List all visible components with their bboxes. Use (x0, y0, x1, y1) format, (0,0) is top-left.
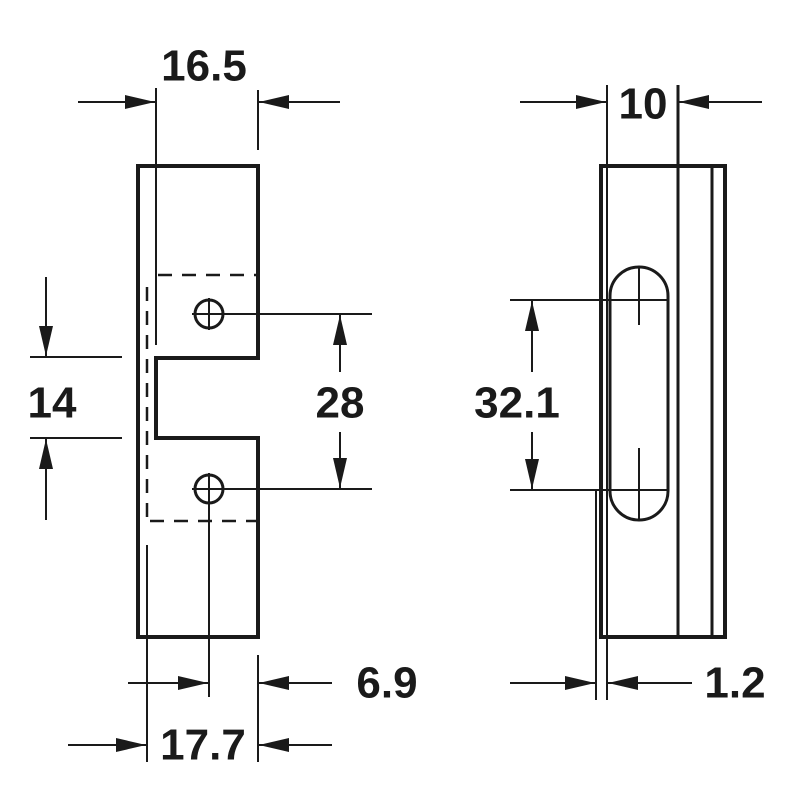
hole-bottom (192, 473, 372, 697)
front-view: 16.5 14 28 6.9 17.7 (28, 42, 418, 770)
dimension-1-2: 1.2 (510, 659, 766, 708)
dimension-17-7: 17.7 (68, 721, 332, 770)
dimension-28: 28 (316, 315, 365, 488)
dimension-16-5: 16.5 (78, 42, 340, 109)
side-outline (599, 164, 727, 639)
dimension-label: 17.7 (160, 721, 246, 770)
dimension-label: 28 (316, 379, 365, 428)
dimension-14: 14 (28, 277, 77, 520)
dimension-label: 16.5 (161, 42, 247, 91)
side-view: 10 32.1 1.2 (474, 80, 765, 708)
front-outline (136, 164, 260, 639)
dimension-10: 10 (520, 80, 762, 129)
dimension-6-9: 6.9 (128, 659, 418, 708)
dimension-label: 14 (28, 379, 77, 428)
dimension-32-1: 32.1 (474, 301, 560, 489)
dimension-label: 6.9 (356, 659, 417, 708)
dimension-label: 10 (619, 80, 668, 129)
dimension-label: 32.1 (474, 379, 560, 428)
hole-top (192, 298, 372, 330)
dimension-label: 1.2 (704, 659, 765, 708)
